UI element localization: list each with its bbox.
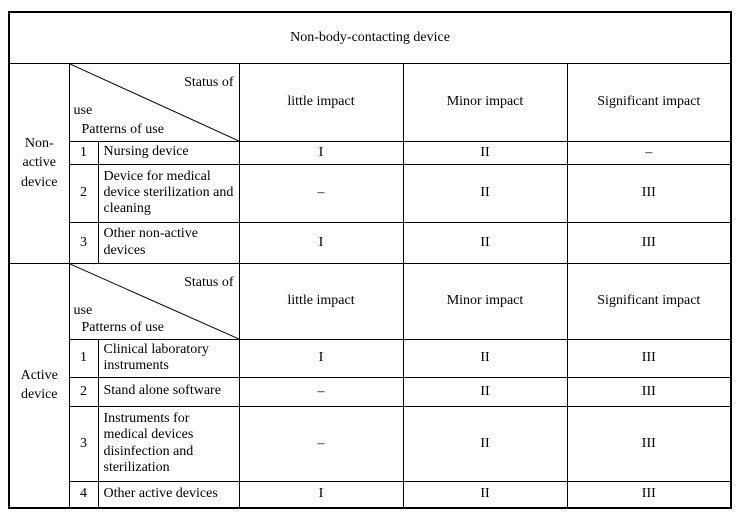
- pattern-name: Device for medical device sterilization …: [97, 163, 240, 223]
- diagonal-header-box: Status of use Patterns of use: [70, 264, 239, 339]
- row-number: 3: [68, 221, 99, 264]
- status-of-use-label-line1: Status of: [184, 274, 234, 290]
- impact-value: II: [402, 338, 568, 378]
- status-of-use-label-line1: Status of: [184, 74, 234, 90]
- section-label-non-active: Non-active device: [8, 62, 70, 264]
- table-row: 1 Clinical laboratory instruments I II I…: [9, 338, 732, 378]
- table-title-row: Non-body-contacting device: [8, 11, 732, 64]
- table-row: 2 Stand alone software – II III: [9, 376, 732, 407]
- table-row: 4 Other active devices I II III: [9, 480, 732, 509]
- pattern-name: Nursing device: [97, 140, 240, 165]
- impact-value: I: [238, 480, 404, 509]
- column-header-little-impact: little impact: [238, 262, 404, 340]
- impact-value: III: [566, 376, 732, 407]
- diagonal-header-cell: Status of use Patterns of use: [68, 62, 240, 142]
- patterns-of-use-label: Patterns of use: [81, 319, 164, 335]
- impact-value: –: [238, 376, 404, 407]
- pattern-name: Instruments for medical devices disinfec…: [97, 405, 240, 482]
- impact-value: II: [402, 480, 568, 509]
- row-number: 1: [68, 140, 99, 165]
- impact-value: II: [402, 376, 568, 407]
- impact-value: I: [238, 338, 404, 378]
- row-number: 4: [68, 480, 99, 509]
- pattern-name: Stand alone software: [97, 376, 240, 407]
- row-number: 2: [68, 376, 99, 407]
- table-row: 1 Nursing device I II –: [9, 140, 732, 165]
- diagonal-header-box: Status of use Patterns of use: [70, 64, 239, 141]
- table-title: Non-body-contacting device: [8, 11, 732, 64]
- row-number: 2: [68, 163, 99, 223]
- diagonal-header-cell: Status of use Patterns of use: [68, 262, 240, 340]
- diagonal-line: [70, 264, 239, 339]
- impact-value: III: [566, 405, 732, 482]
- status-of-use-label-line2: use: [73, 102, 93, 118]
- device-classification-table-wrap: Non-body-contacting device Non-active de…: [8, 11, 733, 509]
- column-header-minor-impact: Minor impact: [402, 262, 568, 340]
- impact-value: II: [402, 221, 568, 264]
- table-row: 3 Other non-active devices I II III: [9, 221, 732, 264]
- impact-value: III: [566, 338, 732, 378]
- impact-value: III: [566, 163, 732, 223]
- column-header-little-impact: little impact: [238, 62, 404, 142]
- impact-value: –: [566, 140, 732, 165]
- pattern-name: Other non-active devices: [97, 221, 240, 264]
- column-header-significant-impact: Significant impact: [566, 62, 732, 142]
- pattern-name: Other active devices: [97, 480, 240, 509]
- table-row: 3 Instruments for medical devices disinf…: [9, 405, 732, 482]
- non-active-header-row: Non-active device Status of use Patterns…: [8, 62, 732, 264]
- row-number: 1: [68, 338, 99, 378]
- device-classification-table: Non-body-contacting device Non-active de…: [8, 11, 733, 509]
- column-header-minor-impact: Minor impact: [402, 62, 568, 142]
- pattern-name: Clinical laboratory instruments: [97, 338, 240, 378]
- row-number: 3: [68, 405, 99, 482]
- patterns-of-use-label: Patterns of use: [81, 121, 164, 137]
- impact-value: –: [238, 405, 404, 482]
- table-row: 2 Device for medical device sterilizatio…: [9, 163, 732, 223]
- impact-value: –: [238, 163, 404, 223]
- diagonal-line: [70, 64, 239, 141]
- impact-value: I: [238, 221, 404, 264]
- status-of-use-label-line2: use: [73, 302, 93, 318]
- active-header-row: Active device Status of use Patterns of …: [8, 262, 732, 509]
- impact-value: I: [238, 140, 404, 165]
- impact-value: II: [402, 140, 568, 165]
- impact-value: II: [402, 405, 568, 482]
- section-label-active: Active device: [8, 262, 70, 509]
- impact-value: III: [566, 480, 732, 509]
- impact-value: II: [402, 163, 568, 223]
- impact-value: III: [566, 221, 732, 264]
- column-header-significant-impact: Significant impact: [566, 262, 732, 340]
